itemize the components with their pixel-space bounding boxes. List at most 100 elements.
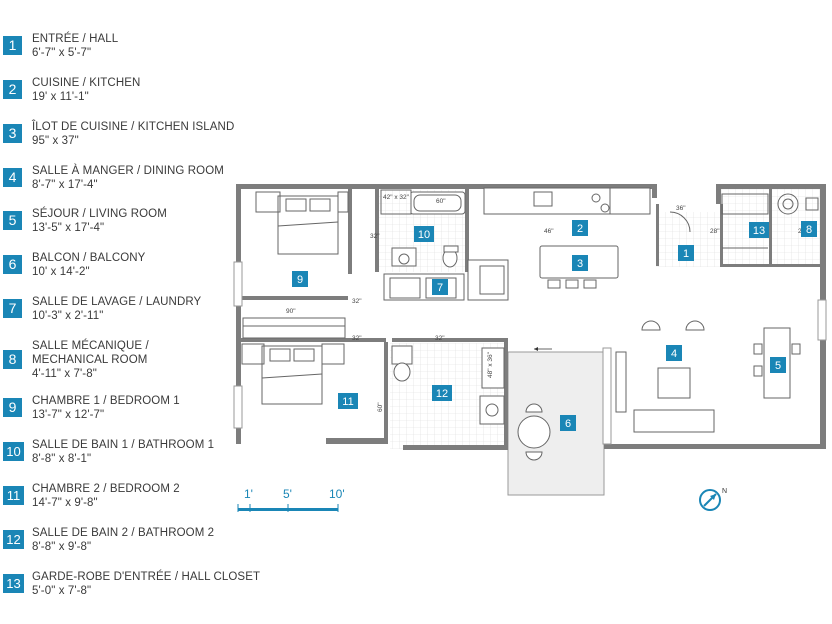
windows [233,261,827,445]
dim-label: 60" [436,198,446,205]
dim-label: 42" x 32" [383,194,410,201]
legend-room-name: CHAMBRE 2 / BEDROOM 2 [32,483,180,495]
legend-room-name: GARDE-ROBE D'ENTRÉE / HALL CLOSET [32,571,261,583]
legend-room-name-line2: MECHANICAL ROOM [32,354,148,366]
legend-number: 9 [3,398,22,417]
legend-room-size: 10' x 14'-2" [32,266,90,278]
legend-number: 4 [3,168,22,187]
dim-label: 32" [352,298,362,305]
legend-room-name: CHAMBRE 1 / BEDROOM 1 [32,395,180,407]
svg-text:12: 12 [436,388,448,400]
room-legend: 1 ENTRÉE / HALL 6'-7" x 5'-7" 2 CUISINE /… [0,0,260,624]
svg-text:3: 3 [577,258,583,270]
room-tag-10: 10 [414,226,434,242]
dim-label: 60" [377,402,384,412]
legend-room-name: SALLE DE LAVAGE / LAUNDRY [32,296,202,308]
scale-bar: 1' 5' 10' [237,487,345,512]
room-tag-4: 4 [666,345,682,361]
legend-number: 11 [3,486,24,505]
room-tag-12: 12 [432,385,452,401]
dim-label: 36" [676,205,686,212]
svg-text:4: 4 [671,348,677,360]
compass-icon: N [699,488,727,511]
legend-number: 6 [3,255,22,274]
legend-room-size: 8'-8" x 8'-1" [32,453,92,465]
bathroom-1-fixtures [380,189,466,268]
svg-text:2: 2 [577,223,583,235]
scale-label: 10' [329,487,345,501]
legend-room-size: 14'-7" x 9'-8" [32,497,98,509]
dim-label: 90" [286,308,296,315]
svg-text:13: 13 [753,225,765,237]
legend-number: 1 [3,36,22,55]
balcony-table [517,403,551,461]
legend-room-name: SALLE À MANGER / DINING ROOM [32,165,224,177]
bed-2 [241,343,345,405]
dim-label: 32" [352,335,362,342]
wardrobe-1 [242,317,346,339]
room-tag-9: 9 [292,271,308,287]
legend-room-name: SALLE DE BAIN 1 / BATHROOM 1 [32,439,215,451]
dim-label: 32" [435,335,445,342]
legend-room-name: ENTRÉE / HALL [32,33,119,45]
legend-room-size: 13'-5" x 17'-4" [32,222,105,234]
legend-room-name: ÎLOT DE CUISINE / KITCHEN ISLAND [32,121,235,133]
legend-room-size: 10'-3" x 2'-11" [32,310,104,322]
legend-room-size: 19' x 11'-1" [32,91,89,103]
legend-room-size: 8'-8" x 9'-8" [32,541,92,553]
legend-room-name: SALLE DE BAIN 2 / BATHROOM 2 [32,527,215,539]
room-tags: 1 2 3 4 5 6 7 8 9 10 11 12 13 [292,220,817,431]
legend-number: 12 [3,530,24,549]
svg-text:1: 1 [683,248,689,260]
room-tag-7: 7 [432,279,448,295]
legend-number: 2 [3,80,22,99]
dim-label: 48" x 36" [487,351,494,378]
legend-room-name: BALCON / BALCONY [32,252,146,264]
legend-room-name: CUISINE / KITCHEN [32,77,141,89]
svg-text:8: 8 [806,224,812,236]
legend-number: 5 [3,211,22,230]
legend-number: 7 [3,299,22,318]
compass-label: N [722,488,727,495]
svg-text:5: 5 [775,360,781,372]
room-tag-11: 11 [338,393,358,409]
entry-closet-fixtures [669,193,819,249]
kitchen-counters [467,187,651,301]
laundry-appliances [383,273,465,301]
legend-room-name: SÉJOUR / LIVING ROOM [32,208,167,220]
room-tag-5: 5 [770,357,786,373]
legend-number: 8 [3,350,22,369]
legend-room-size: 8'-7" x 17'-4" [32,179,98,191]
living-furniture [753,327,801,399]
room-tag-13: 13 [749,222,769,238]
svg-text:6: 6 [565,418,571,430]
legend-number: 10 [3,442,24,461]
scale-label: 5' [283,487,292,501]
legend-room-size: 95" x 37" [32,135,79,147]
dim-label: 28" [710,228,720,235]
bed-1 [255,191,349,255]
room-tag-8: 8 [801,221,817,237]
svg-text:10: 10 [418,229,430,241]
dining-table [615,320,715,433]
dim-label: 46" [544,228,554,235]
legend-room-size: 13'-7" x 12'-7" [32,409,105,421]
legend-room-size: 4'-11" x 7'-8" [32,368,97,380]
svg-text:9: 9 [297,274,303,286]
legend-room-size: 5'-0" x 7'-8" [32,585,92,597]
sliding-door-arrow-icon [534,347,552,351]
room-tag-6: 6 [560,415,576,431]
bathroom-2-fixtures [391,345,505,425]
room-tag-2: 2 [572,220,588,236]
legend-room-name: SALLE MÉCANIQUE / [32,340,149,352]
svg-text:11: 11 [342,396,353,408]
legend-number: 3 [3,124,22,143]
legend-room-size: 6'-7" x 5'-7" [32,47,92,59]
svg-text:7: 7 [437,282,443,294]
legend-number: 13 [3,574,24,593]
room-tag-3: 3 [572,255,588,271]
dim-label: 32" [370,233,380,240]
room-tag-1: 1 [678,245,694,261]
scale-label: 1' [244,487,253,501]
